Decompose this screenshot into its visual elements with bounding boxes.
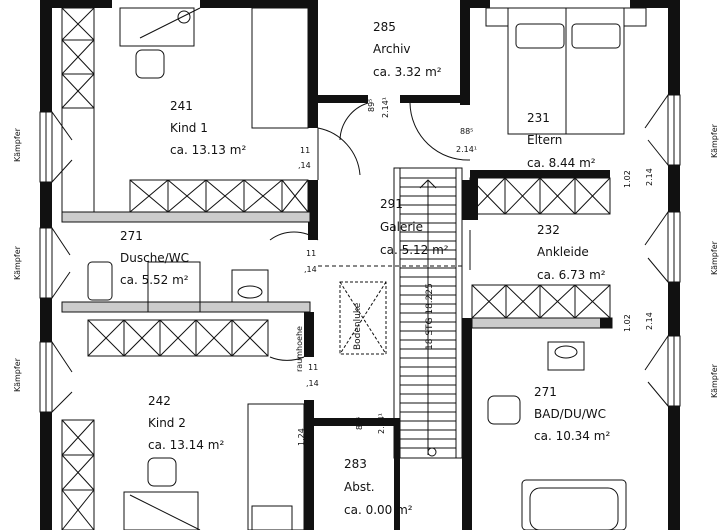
room-232-name: Ankleide: [537, 245, 589, 259]
beds: [247, 7, 647, 530]
dim-124: 1,24: [297, 428, 306, 446]
room-242-number: 242: [148, 394, 171, 408]
room-232-area: ca. 6.73 m²: [537, 268, 606, 282]
room-285-area: ca. 3.32 m²: [373, 65, 442, 79]
room-285-name: Archiv: [373, 42, 411, 56]
bodenluke: Bodenluke: [339, 281, 387, 355]
room-241-number: 241: [170, 99, 193, 113]
kaempfer-left-1: Kämpfer: [13, 127, 22, 162]
dim-214-c: 2.14¹: [377, 413, 386, 434]
dim-11-c: 11: [308, 363, 318, 372]
room-labels: 241 Kind 1 ca. 13.13 m² 285 Archiv ca. 3…: [120, 20, 610, 517]
kaempfer-right-1: Kämpfer: [710, 123, 719, 158]
dim-11-b: 11: [306, 249, 316, 258]
dim-114-a: ,14: [298, 161, 311, 170]
outer-walls: [40, 0, 680, 530]
dim-11-a: 11: [300, 146, 310, 155]
room-271b-name: BAD/DU/WC: [534, 407, 606, 421]
staircase: 18 STG 18.225: [393, 167, 463, 459]
room-241-area: ca. 13.13 m²: [170, 143, 246, 157]
dim-214b-a: 2.14: [645, 168, 654, 186]
dim-214-a: 2.14¹: [456, 145, 477, 154]
room-291-area: ca. 5.12 m²: [380, 243, 449, 257]
dimension-notes: 11 ,14 88⁵ 2.14¹ 11 ,14 11 ,14 89⁵ 2.14¹…: [295, 97, 654, 446]
dim-102-b: 1.02: [623, 314, 632, 332]
room-283-name: Abst.: [344, 480, 375, 494]
dim-895-b: 89⁵: [355, 417, 364, 430]
kaempfer-left-2: Kämpfer: [13, 245, 22, 280]
room-242-area: ca. 13.14 m²: [148, 438, 224, 452]
dim-214b-b: 2.14: [645, 312, 654, 330]
kaempfer-labels: Kämpfer Kämpfer Kämpfer Kämpfer Kämpfer …: [13, 123, 719, 398]
interior-walls: [61, 0, 613, 530]
raumhoehe-label: raumhoehe: [295, 326, 304, 372]
room-232-number: 232: [537, 223, 560, 237]
left-windows: [39, 111, 73, 413]
dim-114-b: ,14: [304, 265, 317, 274]
room-271a-number: 271: [120, 229, 143, 243]
desks: [119, 7, 201, 530]
room-291-number: 291: [380, 197, 403, 211]
kaempfer-left-3: Kämpfer: [13, 357, 22, 392]
room-271b-area: ca. 10.34 m²: [534, 429, 610, 443]
room-283-number: 283: [344, 457, 367, 471]
room-285-number: 285: [373, 20, 396, 34]
room-231-area: ca. 8.44 m²: [527, 156, 596, 170]
dim-214-b: 2.14¹: [381, 97, 390, 118]
room-241-name: Kind 1: [170, 121, 208, 135]
room-283-area: ca. 0.00 m²: [344, 503, 413, 517]
kaempfer-right-3: Kämpfer: [710, 363, 719, 398]
kaempfer-right-2: Kämpfer: [710, 240, 719, 275]
doors: [269, 102, 471, 361]
room-271b-number: 271: [534, 385, 557, 399]
right-windows: [644, 94, 681, 407]
dim-885-a: 88⁵: [460, 127, 473, 136]
sanitary: [87, 261, 627, 530]
room-231-number: 231: [527, 111, 550, 125]
dim-895-a: 89⁵: [367, 99, 376, 112]
room-271a-name: Dusche/WC: [120, 251, 189, 265]
cabinets: [61, 7, 611, 530]
dim-114-c: ,14: [306, 379, 319, 388]
room-242-name: Kind 2: [148, 416, 186, 430]
room-291-name: Galerie: [380, 220, 423, 234]
dim-102-a: 1.02: [623, 170, 632, 188]
stairs-spec-label: 18 STG 18.225: [425, 283, 435, 350]
room-271a-area: ca. 5.52 m²: [120, 273, 189, 287]
bodenluke-label: Bodenluke: [353, 302, 363, 350]
room-231-name: Eltern: [527, 133, 562, 147]
